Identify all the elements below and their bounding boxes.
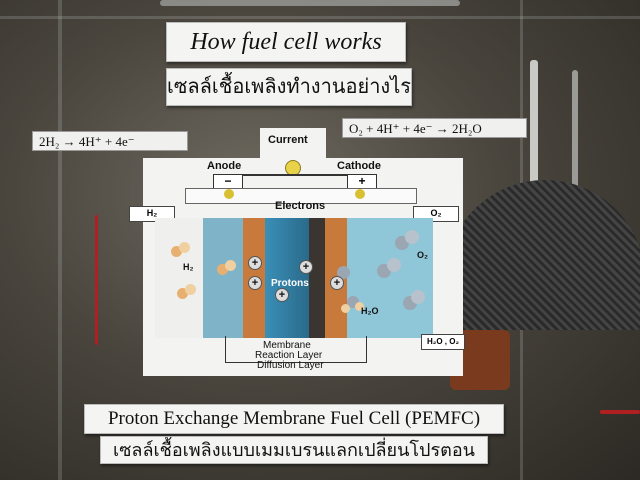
cathode-label: Cathode: [337, 160, 381, 172]
diffusion-layer-label: Diffusion Layer: [257, 360, 324, 371]
water-molecule: [355, 302, 364, 311]
tube: [530, 60, 538, 210]
electron-dot: [224, 189, 234, 199]
label-bracket: [225, 336, 367, 363]
metal-rail: [160, 0, 460, 6]
tube: [572, 70, 578, 190]
o2-molecule: [405, 230, 419, 244]
red-wire: [600, 410, 640, 414]
membrane-dark: [309, 218, 325, 338]
circuit-wire-right: [295, 174, 375, 176]
electron-dot: [355, 189, 365, 199]
proton-plus: +: [275, 288, 289, 302]
title-thai: เซลล์เชื้อเพลิงทำงานอย่างไร: [166, 68, 412, 106]
cathode-equation: O₂ + 4H⁺ + 4e⁻ → 2H₂O: [342, 118, 527, 138]
anode-chamber: [155, 218, 203, 338]
proton-plus: +: [248, 276, 262, 290]
h2o-label: H₂O: [361, 306, 379, 316]
anode-label: Anode: [207, 160, 242, 172]
title-english: How fuel cell works: [166, 22, 406, 62]
fuel-cell-diagram: Current Anode − Cathode + Electrons H₂ O…: [125, 128, 465, 378]
h2-molecule: [171, 246, 182, 257]
h2-label: H₂: [183, 262, 194, 272]
reaction-layer-label: Reaction Layer: [255, 350, 323, 361]
h2-molecule: [179, 242, 190, 253]
cathode-diffusion-layer: [347, 218, 433, 338]
protons-label: Protons: [271, 278, 309, 289]
pemfc-title-thai: เซลล์เชื้อเพลิงแบบเมมเบรนแลกเปลี่ยนโปรตอ…: [100, 436, 488, 464]
o2-molecule: [337, 266, 350, 279]
proton-plus: +: [299, 260, 313, 274]
red-wire: [95, 215, 98, 345]
h2-molecule: [177, 288, 188, 299]
glass-panel-edge: [58, 0, 62, 480]
membrane-label: Membrane: [263, 340, 311, 351]
anode-equation: 2H₂ → 4H⁺ + 4e⁻: [32, 131, 188, 151]
mesh-dome: [445, 180, 640, 330]
current-label: Current: [268, 134, 308, 146]
pemfc-title-english: Proton Exchange Membrane Fuel Cell (PEMF…: [84, 404, 504, 434]
o2-molecule: [387, 258, 401, 272]
outlet-arrow: H₂O , O₂: [421, 334, 465, 350]
h2-molecule: [225, 260, 236, 271]
h2-molecule: [185, 284, 196, 295]
h2-molecule: [217, 264, 228, 275]
current-box: [260, 128, 326, 188]
anode-diffusion-layer: [203, 218, 243, 338]
membrane-layer: [265, 218, 309, 338]
circuit-wire-left: [215, 174, 295, 176]
electrons-label: Electrons: [275, 200, 326, 212]
proton-plus: +: [248, 256, 262, 270]
o2-label: O₂: [417, 250, 428, 260]
o2-molecule: [411, 290, 425, 304]
water-molecule: [341, 304, 350, 313]
glass-panel-top: [0, 16, 640, 19]
proton-plus: +: [330, 276, 344, 290]
